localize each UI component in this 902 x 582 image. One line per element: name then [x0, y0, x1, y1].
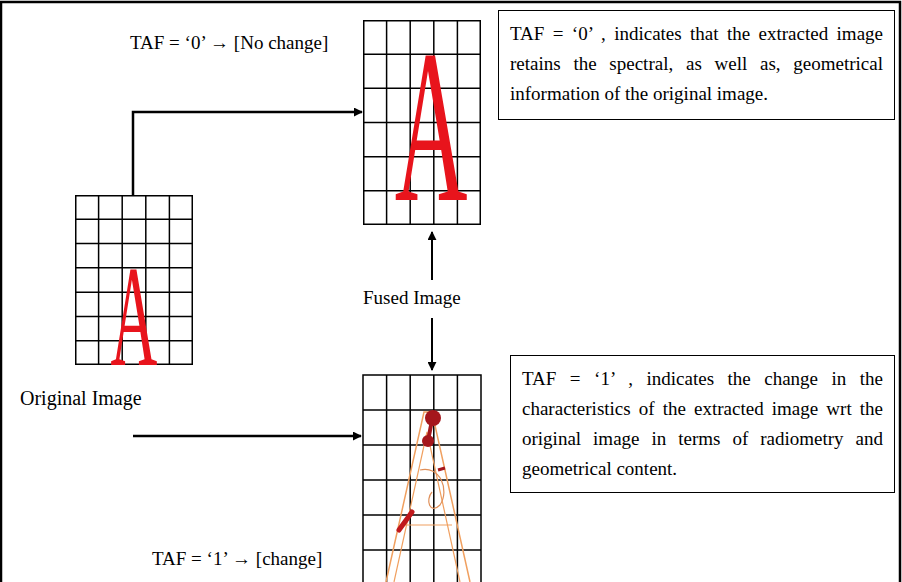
arrow-label: TAF = ‘1’ → [change]: [150, 548, 324, 570]
text-box: TAF = ‘0’ , indicates that the extracted…: [498, 10, 895, 120]
distorted-image-grid: [363, 375, 481, 582]
caption-label: Fused Image: [361, 287, 463, 309]
edge-label: TAF = ‘0’ → [No change]: [128, 32, 330, 54]
image-caption: Original Image: [20, 387, 142, 410]
image-grid: A: [363, 20, 481, 225]
distorted-letter: [386, 410, 470, 582]
pointer-arrow: [431, 318, 433, 370]
connector-arrow: [133, 112, 362, 195]
text-box: TAF = ‘1’ , indicates the change in the …: [510, 355, 895, 493]
description-text: TAF = ‘0’ , indicates that the extracted…: [510, 19, 883, 109]
image-letter: A: [395, 17, 449, 236]
image-grid: AOriginal Image: [75, 195, 193, 365]
image-letter: A: [107, 245, 160, 389]
change-arrow: [133, 435, 361, 438]
description-text: TAF = ‘1’ , indicates the change in the …: [522, 364, 883, 484]
pointer-arrow: [431, 232, 433, 280]
